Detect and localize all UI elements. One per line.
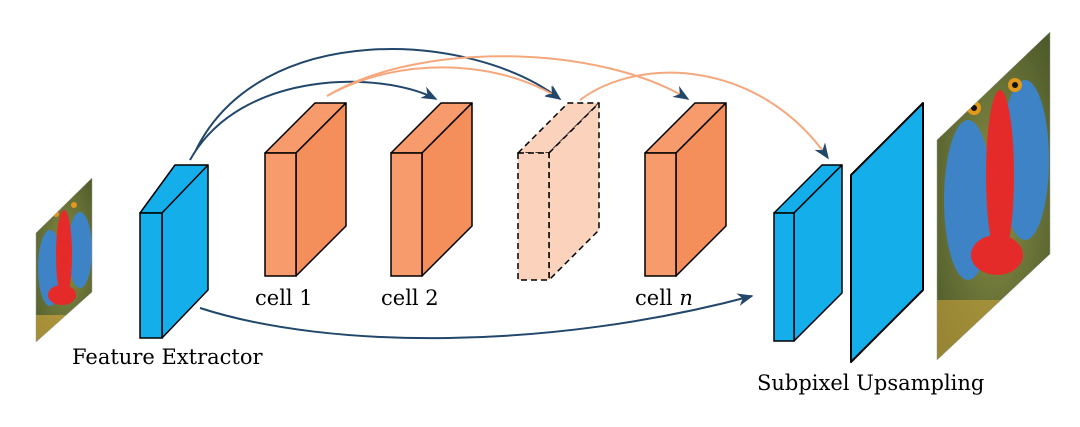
cell-2-block [390,102,473,277]
cell-1-label: cell 1 [255,286,313,310]
arrow-cell-1-to-ghost-cell [326,66,562,100]
intermediate-cell-block-dashed [517,102,600,281]
arrow-cell-1-to-cell-n [326,55,690,100]
feature-extractor-block [139,164,209,339]
upsampling-conv-block [773,164,843,342]
arrow-fe-to-upsampling [199,293,754,340]
feature-extractor-label: Feature Extractor [72,345,263,369]
arrow-fe-to-ghost-cell [195,48,562,151]
skip-connections [189,48,829,340]
cell-2-label: cell 2 [381,286,439,310]
output-mandrill-image [936,31,1051,361]
cell-n-label-prefix: cell [635,286,673,310]
cell-n-label: cell n [635,286,693,310]
arrow-fe-to-cell-2 [189,80,438,161]
cell-1-block [264,102,347,277]
upsampling-output-plane [850,102,924,363]
arrow-ghost-to-upsampling [579,71,829,160]
cell-n-label-variable: n [679,286,693,310]
input-mandrill-image [35,177,93,343]
cell-n-block [644,102,727,277]
subpixel-upsampling-label: Subpixel Upsampling [757,371,984,395]
